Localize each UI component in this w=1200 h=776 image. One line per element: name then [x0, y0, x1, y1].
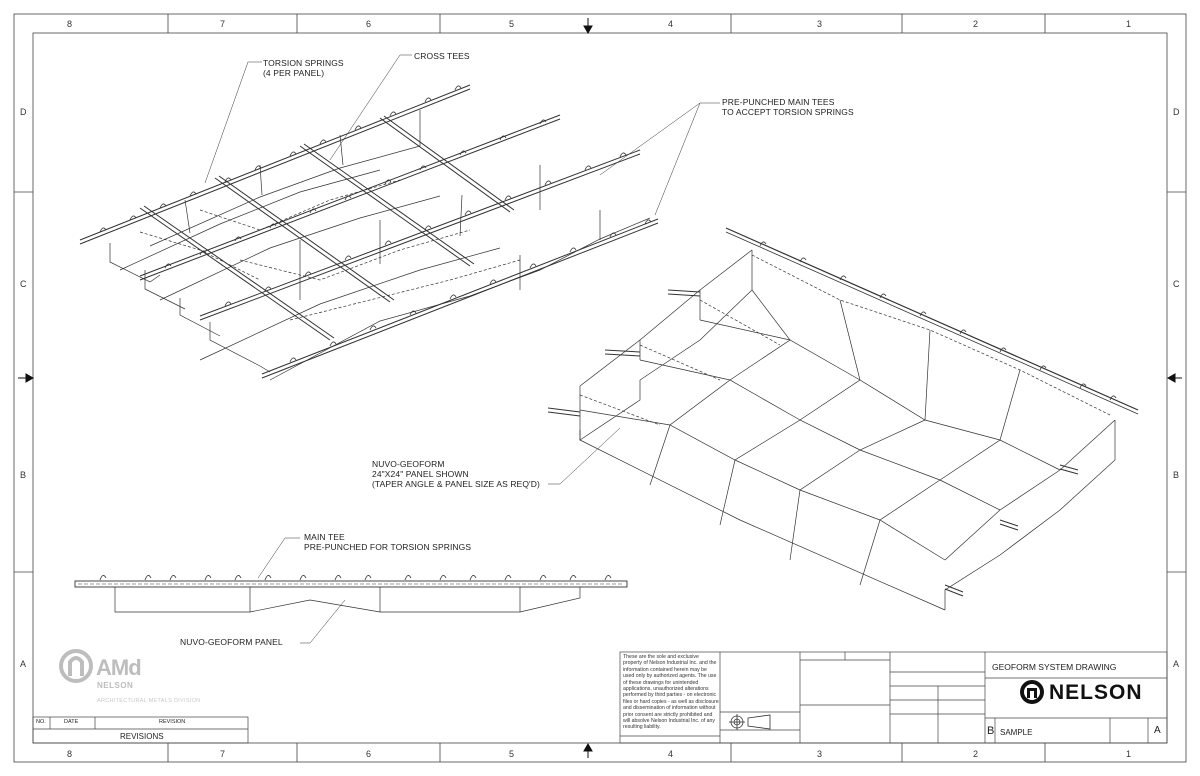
callout-nuvo-geoform: NUVO-GEOFORM	[372, 459, 445, 469]
zone-col-1-bottom: 1	[1126, 749, 1132, 759]
callout-main-tee: MAIN TEE	[304, 532, 345, 542]
zone-col-6-bottom: 6	[366, 749, 372, 759]
zone-col-7-bottom: 7	[220, 749, 226, 759]
zone-col-1: 1	[1126, 19, 1132, 29]
amd-logo-icon	[59, 649, 93, 683]
revisions-col-revision: REVISION	[159, 719, 186, 725]
isometric-grid-view	[79, 54, 720, 381]
logo-amd-mark: AMd	[96, 655, 142, 680]
zone-row-a: A	[20, 659, 27, 669]
zone-row-d: D	[20, 107, 27, 117]
zone-row-a-right: A	[1173, 659, 1180, 669]
zone-row-c: C	[20, 279, 27, 289]
zone-row-c-right: C	[1173, 279, 1180, 289]
zone-col-2-bottom: 2	[973, 749, 979, 759]
proprietary-note: These are the sole and exclusive propert…	[623, 654, 719, 731]
revisions-col-date: DATE	[64, 719, 79, 725]
zone-col-8-bottom: 8	[67, 749, 73, 759]
section-view	[74, 537, 628, 644]
zone-row-b-right: B	[1173, 470, 1180, 480]
projection-symbol-icon	[729, 714, 771, 730]
callout-panel-shown: 24"X24" PANEL SHOWN	[372, 469, 469, 479]
zone-col-5: 5	[509, 19, 515, 29]
revisions-col-no: NO.	[36, 719, 46, 725]
callout-prepunched-main-tees: PRE-PUNCHED MAIN TEES	[722, 97, 835, 107]
brand-wordmark: NELSON	[1049, 681, 1143, 704]
zone-col-4-bottom: 4	[668, 749, 674, 759]
revisions-title: REVISIONS	[120, 732, 164, 741]
zone-row-d-right: D	[1173, 107, 1180, 117]
logo-division: ARCHITECTURAL METALS DIVISION	[97, 698, 201, 704]
logo-company: NELSON	[97, 681, 134, 690]
callout-nuvo-geoform-panel: NUVO-GEOFORM PANEL	[180, 637, 283, 647]
zone-col-3-bottom: 3	[817, 749, 823, 759]
isometric-panel-view	[547, 227, 1139, 611]
zone-col-2: 2	[973, 19, 979, 29]
sheet-size: B	[987, 725, 995, 737]
callout-main-tee-sub: PRE-PUNCHED FOR TORSION SPRINGS	[304, 542, 472, 552]
zone-col-4: 4	[668, 19, 674, 29]
drawing-title: GEOFORM SYSTEM DRAWING	[992, 662, 1117, 672]
zone-col-8: 8	[67, 19, 73, 29]
drawing-number: SAMPLE	[1000, 728, 1033, 737]
zone-row-b: B	[20, 470, 27, 480]
callout-cross-tees: CROSS TEES	[414, 51, 470, 61]
callout-torsion-springs-sub: (4 PER PANEL)	[263, 68, 325, 78]
callout-torsion-springs: TORSION SPRINGS	[263, 58, 344, 68]
revision-letter: A	[1154, 725, 1161, 736]
callout-taper-note: (TAPER ANGLE & PANEL SIZE AS REQ'D)	[372, 479, 540, 489]
zone-col-3: 3	[817, 19, 823, 29]
zone-col-5-bottom: 5	[509, 749, 515, 759]
callout-prepunched-main-tees-sub: TO ACCEPT TORSION SPRINGS	[722, 107, 854, 117]
nelson-logo-icon	[1020, 680, 1044, 704]
zone-col-7: 7	[220, 19, 226, 29]
zone-col-6: 6	[366, 19, 372, 29]
